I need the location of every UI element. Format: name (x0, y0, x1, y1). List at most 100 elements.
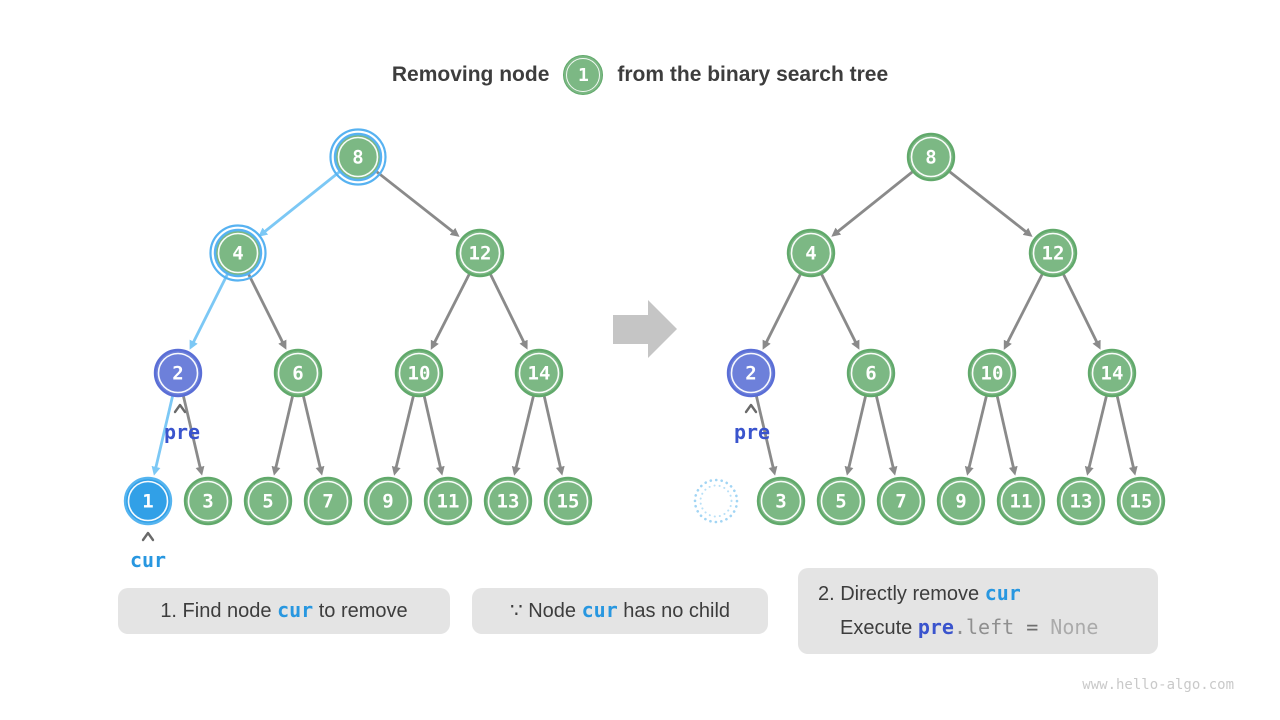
node-value: 6 (292, 363, 303, 385)
caption-line: 1. Find node cur to remove (160, 594, 407, 628)
edge-12-10 (430, 273, 471, 350)
node-circle (243, 476, 293, 526)
node-value: 14 (1101, 363, 1124, 385)
edge-10-11 (995, 396, 1018, 476)
tree-node-after-8: 8 (906, 132, 956, 182)
pointer-label: pre (734, 420, 770, 444)
tree-node-before-9: 9 (363, 476, 413, 526)
node-circle (394, 348, 444, 398)
node-value: 2 (172, 363, 183, 385)
caption-text-segment: 2. Directly remove (818, 583, 985, 605)
edge-14-13 (1084, 395, 1108, 476)
ghost-outer-ring (693, 478, 739, 524)
node-value: 4 (232, 243, 243, 265)
tree-node-after-11: 11 (996, 476, 1046, 526)
node-value: 13 (497, 491, 520, 513)
node-inner-ring (730, 352, 772, 394)
node-value: 4 (805, 243, 816, 265)
edge-12-14 (1062, 273, 1101, 350)
node-value: 3 (202, 491, 213, 513)
node-inner-ring (427, 480, 469, 522)
node-value: 9 (382, 491, 393, 513)
node-value: 1 (142, 491, 153, 513)
node-value: 7 (895, 491, 906, 513)
pointer-pre: pre (164, 403, 200, 444)
tree-node-before-14: 14 (514, 348, 564, 398)
transition-arrow-icon (613, 300, 677, 358)
tree-node-before-2: 2 (153, 348, 203, 398)
node-inner-ring (790, 232, 832, 274)
node-value: 15 (557, 491, 580, 513)
node-circle (123, 476, 173, 526)
node-circle (906, 132, 956, 182)
node-inner-ring (971, 352, 1013, 394)
node-value: 11 (1010, 491, 1033, 513)
caption-text-segment: has no child (617, 600, 731, 622)
tree-node-before-7: 7 (303, 476, 353, 526)
caption-text-segment: cur (581, 598, 618, 622)
edge-4-2 (762, 273, 802, 350)
node-value: 9 (955, 491, 966, 513)
node-circle (1087, 348, 1137, 398)
edge-6-7 (302, 396, 325, 476)
node-inner-ring (760, 480, 802, 522)
node-value: 10 (408, 363, 431, 385)
edge-14-15 (1115, 396, 1138, 476)
edge-14-13 (511, 395, 535, 476)
node-circle (455, 228, 505, 278)
caption-text-segment: ∵ Node (509, 600, 582, 622)
caption-text-segment: 1. Find node (160, 600, 278, 622)
caption-text-segment: pre (917, 615, 954, 639)
caption-text-segment: cur (984, 581, 1021, 605)
node-inner-ring (337, 136, 379, 178)
node-value: 8 (925, 147, 936, 169)
tree-node-before-6: 6 (273, 348, 323, 398)
node-value: 5 (835, 491, 846, 513)
title-node-badge: 1 (563, 55, 604, 95)
caption-box-2: ∵ Node cur has no child (472, 588, 768, 634)
caption-text-segment: .left (953, 615, 1015, 639)
caption-text-segment: cur (277, 598, 314, 622)
node-value: 15 (1130, 491, 1153, 513)
node-value: 14 (528, 363, 551, 385)
node-circle (153, 348, 203, 398)
edge-10-9 (964, 395, 988, 476)
node-inner-ring (217, 232, 259, 274)
node-value: 12 (1042, 243, 1065, 265)
tree-node-before-15: 15 (543, 476, 593, 526)
edge-8-4 (831, 170, 914, 237)
node-circle (1116, 476, 1166, 526)
edge-8-12 (375, 170, 460, 237)
node-value: 6 (865, 363, 876, 385)
caption-line: ∵ Node cur has no child (510, 594, 730, 628)
caption-text-segment: Execute (840, 617, 918, 639)
tree-node-before-8: 8 (329, 128, 387, 186)
edge-14-15 (542, 396, 565, 476)
node-circle (543, 476, 593, 526)
watermark: www.hello-algo.com (1082, 677, 1234, 693)
node-circle (303, 476, 353, 526)
title-node-value: 1 (577, 64, 589, 86)
tree-node-after-7: 7 (876, 476, 926, 526)
tree-node-before-13: 13 (483, 476, 533, 526)
edge-10-11 (422, 396, 445, 476)
node-inner-ring (518, 352, 560, 394)
node-circle (786, 228, 836, 278)
node-inner-ring (487, 480, 529, 522)
node-inner-ring (1120, 480, 1162, 522)
removed-node-placeholder (693, 478, 739, 524)
node-circle (726, 348, 776, 398)
edge-12-10 (1003, 273, 1044, 350)
node-circle (1056, 476, 1106, 526)
title-prefix: Removing node (391, 63, 550, 86)
node-circle (936, 476, 986, 526)
node-circle (483, 476, 533, 526)
tree-node-before-5: 5 (243, 476, 293, 526)
tree-node-before-12: 12 (455, 228, 505, 278)
tree-node-before-10: 10 (394, 348, 444, 398)
node-circle (423, 476, 473, 526)
